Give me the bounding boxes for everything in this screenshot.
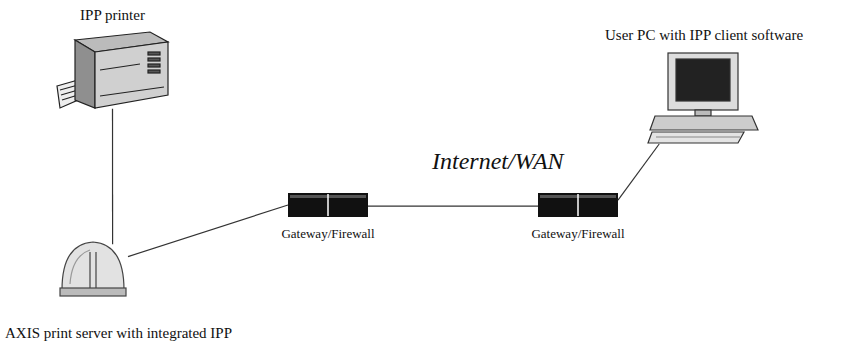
network-link [112,109,113,244]
network-label: Internet/WAN [432,148,564,176]
link-line [128,205,288,257]
device-label: AXIS print server with integrated IPP [5,325,232,342]
gateway-node: Gateway/Firewall [288,193,368,217]
printer-icon [57,32,168,108]
network-link [368,206,538,207]
gateway-node: Gateway/Firewall [538,193,618,217]
device-label: User PC with IPP client software [605,27,803,44]
link-line [112,109,113,244]
link-line [368,206,538,207]
network-link [128,205,288,257]
pc-icon [648,53,758,143]
print-server-icon [60,242,126,296]
device-label: IPP printer [80,7,145,24]
pc-node: User PC with IPP client software [648,52,760,144]
print-server-node: AXIS print server with integrated IPP [58,238,128,300]
gateway-icon [538,193,618,217]
device-label: Gateway/Firewall [531,227,624,242]
network-link [618,144,659,200]
gateway-icon [288,193,368,217]
link-line [618,144,659,200]
printer-node: IPP printer [55,28,170,113]
device-label: Gateway/Firewall [281,227,374,242]
